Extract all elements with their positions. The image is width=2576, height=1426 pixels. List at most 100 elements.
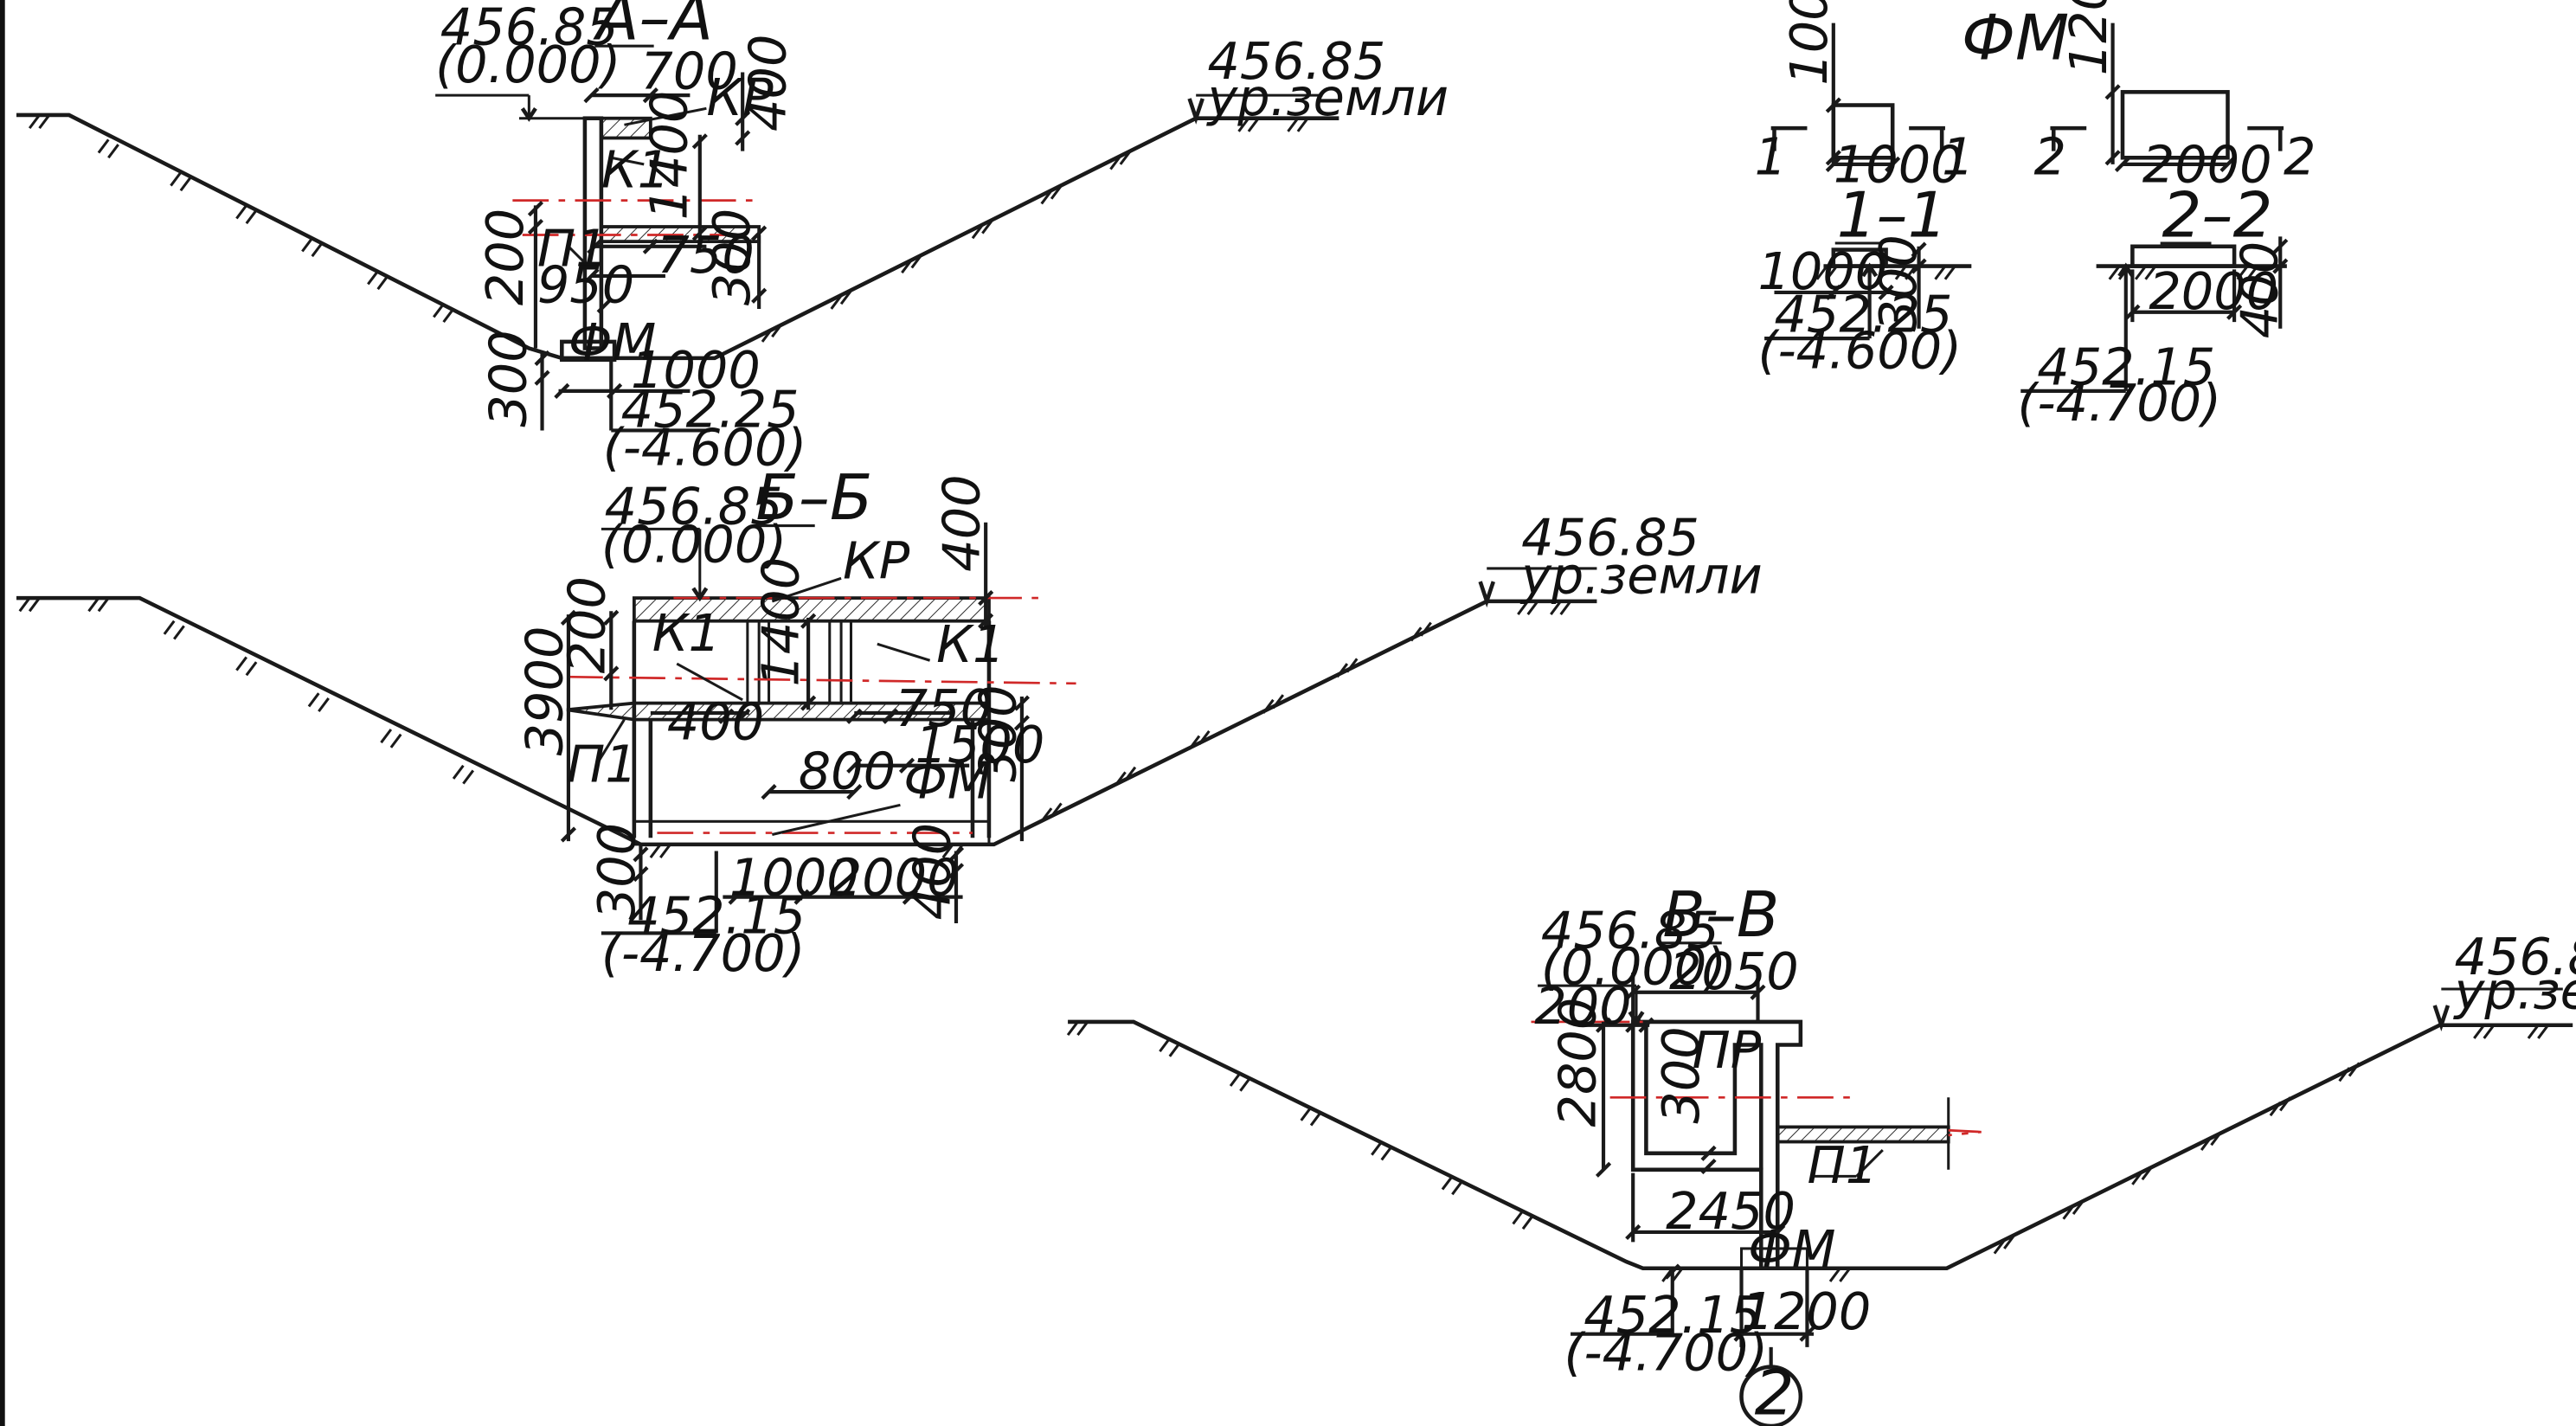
bb-ground-mark: 456.85 [1521,508,1699,568]
bb-bottom-mark: 452.15 [627,885,806,945]
vv-ground-arrow [2432,1005,2451,1031]
fm-plan2-cut-label-right: 2 [2284,126,2316,186]
fm-section11-dim-width: 1000 [1757,241,1887,301]
bb-label-k1-left: К1 [652,603,721,663]
aa-top-mark: 456.85 [440,0,619,56]
fm-section11-dim-height: 300 [1868,234,1928,331]
aa-dim-400: 400 [738,35,798,132]
aa-dim-300-bottom: 300 [479,330,538,427]
vv-label-pr: ПР [1693,1020,1762,1080]
fm-plan2-cut-left [2050,125,2087,151]
vv-axis-arrow [1948,1128,1982,1137]
vv-frame-inner [1644,1021,1763,1170]
bb-dim-1400: 1400 [751,557,811,687]
bb-slab-cantilever [566,701,636,722]
fm-detail-title: ФМ [1962,2,2069,74]
bb-dim-3900: 3900 [514,626,574,756]
bb-dim-400-mid: 400 [667,691,764,751]
bb-dim-400-top: 400 [932,474,992,571]
vv-dimension-lines [1571,972,1815,1367]
aa-foundation-fm [560,339,617,363]
aa-label-p1: П1 [537,219,608,279]
vv-dim-1200: 1200 [1742,1281,1872,1341]
fm-plan2-cut-label-left: 2 [2033,126,2065,186]
aa-ground-hatch [28,113,1309,343]
aa-p1-leader [567,245,586,264]
bb-posts [746,620,852,703]
bb-k1-right-leader [877,642,931,662]
vv-dim-2800: 2800 [1548,998,1608,1127]
bb-ground-arrow [1478,581,1495,608]
fm-section22-mark-arrow [2117,262,2135,278]
bb-dimension-lines [560,522,1030,935]
bb-label-kr: КР [843,530,910,590]
fm-section11-mark-arrow [1861,262,1879,278]
section-vv: В–В 456.85 (0.000) 2050 200 ПР 2800 300 … [1066,879,2576,1426]
fm-section11-dims [1764,241,1927,341]
fm-plan2-dim-width: 2000 [2142,135,2272,195]
bb-bottom-rel: (-4.700) [601,923,806,983]
vv-ground-hatch [1066,1021,2549,1282]
fm-plan2-dim-height: 1200 [2059,0,2118,75]
bb-dim-750: 750 [896,678,992,738]
fm-section22-mark: 452.15 [2037,337,2215,396]
bb-dim-2000: 2000 [830,848,960,908]
aa-dim-1400: 1400 [639,91,699,221]
vv-top-mark: 456.85 [1541,900,1719,960]
vv-title: В–В [1662,879,1779,952]
vv-bottom-mark: 452.15 [1584,1285,1762,1345]
fm-section22-dims [2020,236,2289,393]
bb-p1-leader [596,718,626,763]
fm-section11-rel: (-4.600) [1757,320,1962,380]
bb-dim-300-right: 300 [967,684,1027,781]
fm-section22-rel: (-4.700) [2017,373,2221,433]
bb-dim-1000: 1000 [729,848,859,908]
fm-section11-title: 1–1 [1837,179,1948,252]
fm-section22-title: 2–2 [2162,179,2273,252]
bb-label-k1-right: К1 [936,614,1005,674]
fm-plan1-dims [1825,22,1901,172]
aa-ground-arrow [1187,98,1204,125]
vv-label-fm: ФМ [1748,1219,1835,1279]
fm-plan1-cut-left [1770,125,1808,151]
section-bb: Б–Б 456.85 (0.000) КР 400 200 К1 1400 К1… [16,462,1763,983]
fm-section11-block [1831,247,1888,268]
bb-ground-label: ур.земли [1519,545,1763,605]
fm-detail: ФМ 1000 1000 1 1 1200 2000 2 2 1–1 [1755,0,2316,433]
vv-dim-200: 200 [1534,976,1631,1036]
fm-section11-hatch [1815,265,1956,280]
bb-label-p1: П1 [567,735,638,794]
fm-plan1-cut-right [1909,125,1945,151]
fm-plan2-cut-right [2247,125,2284,151]
aa-ground-label: ур.земли [1205,67,1449,127]
bb-dim-800: 800 [799,741,896,800]
bb-kr-leader [771,576,842,603]
vv-label-p1: П1 [1807,1135,1878,1195]
aa-bottom-rel: (-4.600) [603,417,807,477]
fm-section11-mark: 452.25 [1774,285,1952,344]
fm-plan1-dim-width: 1000 [1834,135,1963,195]
bb-top-rel: (0.000) [601,514,787,574]
vv-dim-2050: 2050 [1669,941,1799,1001]
aa-dim-200: 200 [475,209,535,305]
vv-bottom-rel: (-4.700) [1564,1322,1768,1382]
bb-title: Б–Б [755,462,872,535]
vv-dim-300: 300 [1651,1026,1711,1123]
aa-dim-950: 950 [537,254,634,314]
aa-dim-750: 750 [657,225,754,285]
fm-plan1-dim-height: 1000 [1779,0,1839,86]
bb-dim-300-bottom: 300 [587,823,646,920]
aa-top-rel: (0.000) [435,35,620,94]
aa-label-fm: ФМ [569,312,656,372]
aa-dim-1000: 1000 [631,340,761,400]
fm-section22-block [2130,244,2237,268]
bb-dim-400-bottom: 400 [902,823,961,920]
aa-ground-mark: 456.85 [1207,31,1385,91]
bb-top-mark: 456.85 [605,477,783,536]
bb-top-mark-arrow [691,587,709,602]
aa-dim-300-right: 300 [702,209,761,305]
fm-section22-dim-width: 2000 [2149,261,2278,321]
vv-ground-mark: 456.85 [2455,927,2576,986]
fm-plan2-dims [2104,22,2236,172]
bb-ground-hatch [18,597,1572,858]
